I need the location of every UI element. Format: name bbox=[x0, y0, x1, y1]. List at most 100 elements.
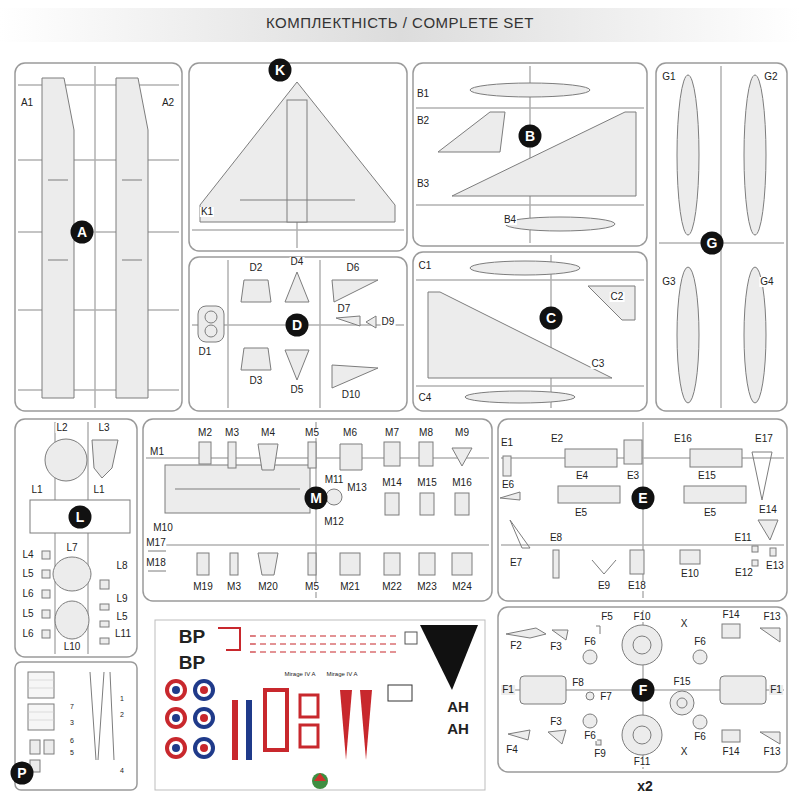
part-number: F6 bbox=[693, 637, 707, 647]
part-number: F6 bbox=[583, 637, 597, 647]
part-number: E5 bbox=[574, 508, 588, 518]
part-number: E3 bbox=[626, 471, 640, 481]
part-number: E14 bbox=[758, 505, 778, 515]
sprue-letter: B bbox=[518, 124, 542, 148]
part-number: B2 bbox=[416, 116, 430, 126]
part-number: E6 bbox=[501, 480, 515, 490]
decal-text: BP bbox=[178, 627, 206, 646]
part-number: F9 bbox=[593, 749, 607, 759]
part-number: F8 bbox=[571, 678, 585, 688]
part-number: B4 bbox=[503, 215, 517, 225]
sprue-letter: G bbox=[700, 231, 724, 255]
title-bar bbox=[0, 8, 800, 42]
part-number: E13 bbox=[765, 561, 785, 571]
part-number: D7 bbox=[337, 304, 352, 314]
part-number: D6 bbox=[346, 263, 361, 273]
part-number: M8 bbox=[418, 428, 434, 438]
sprue-badge: B bbox=[518, 124, 542, 148]
part-number: M17 bbox=[145, 538, 166, 548]
part-number: C3 bbox=[591, 359, 606, 369]
part-number: F7 bbox=[599, 692, 613, 702]
part-number: E15 bbox=[697, 471, 717, 481]
part-number: G2 bbox=[763, 72, 778, 82]
part-number: M10 bbox=[152, 523, 173, 533]
part-number: F3 bbox=[549, 642, 563, 652]
sprue-badge: E bbox=[631, 486, 655, 510]
part-number: D5 bbox=[290, 385, 305, 395]
sprue-letter: K bbox=[268, 58, 292, 82]
part-number: D10 bbox=[341, 390, 361, 400]
part-number: G1 bbox=[661, 72, 676, 82]
part-number: M22 bbox=[381, 582, 402, 592]
part-number: G4 bbox=[759, 277, 774, 287]
part-number: L5 bbox=[21, 609, 34, 619]
part-number: L1 bbox=[92, 485, 105, 495]
part-number: X bbox=[680, 619, 689, 629]
part-number: E17 bbox=[754, 434, 774, 444]
sprue-badge: M bbox=[304, 486, 328, 510]
part-number: E16 bbox=[673, 434, 693, 444]
part-number: E11 bbox=[733, 533, 752, 543]
part-number: F3 bbox=[549, 717, 563, 727]
part-number: D4 bbox=[290, 257, 305, 267]
decal-sheet bbox=[155, 620, 485, 790]
part-number: M5 bbox=[304, 582, 320, 592]
part-number: L5 bbox=[21, 569, 34, 579]
sprue-badge: F bbox=[631, 678, 655, 702]
decal-text: AH bbox=[446, 699, 470, 714]
quantity-note: x2 bbox=[636, 779, 654, 793]
page-title: КОМПЛЕКТНІСТЬ / COMPLETE SET bbox=[0, 14, 800, 31]
part-number: L2 bbox=[55, 423, 68, 433]
part-number: F2 bbox=[509, 641, 523, 651]
part-number: A2 bbox=[161, 98, 175, 108]
part-number: F14 bbox=[721, 747, 740, 757]
part-number: F1 bbox=[769, 685, 783, 695]
callout-number: 3 bbox=[69, 719, 75, 726]
sprue-letter: D bbox=[285, 313, 309, 337]
part-number: M19 bbox=[192, 582, 213, 592]
part-number: F10 bbox=[632, 612, 651, 622]
part-number: L11 bbox=[114, 629, 132, 639]
callout-number: 4 bbox=[119, 767, 125, 774]
part-number: M20 bbox=[257, 582, 278, 592]
part-number: E9 bbox=[597, 581, 611, 591]
callout-number: 1 bbox=[119, 695, 125, 702]
part-number: A1 bbox=[20, 98, 34, 108]
part-number: E8 bbox=[549, 533, 563, 543]
part-number: L8 bbox=[115, 561, 128, 571]
part-number: M9 bbox=[454, 428, 470, 438]
part-number: E12 bbox=[734, 568, 754, 578]
part-number: L4 bbox=[21, 550, 34, 560]
part-number: X bbox=[680, 747, 689, 757]
part-number: G3 bbox=[661, 277, 676, 287]
sprue-letter: A bbox=[70, 220, 94, 244]
part-number: C4 bbox=[418, 393, 433, 403]
part-number: C1 bbox=[418, 261, 433, 271]
part-number: F13 bbox=[762, 612, 781, 622]
part-number: M3 bbox=[224, 428, 240, 438]
sprue-letter: C bbox=[539, 306, 563, 330]
part-number: E2 bbox=[550, 434, 564, 444]
decal-text: BP bbox=[178, 653, 206, 672]
part-number: D2 bbox=[249, 263, 264, 273]
decal-text: AH bbox=[446, 721, 470, 736]
callout-number: 2 bbox=[119, 711, 125, 718]
part-number: M14 bbox=[381, 478, 402, 488]
part-number: M4 bbox=[260, 428, 276, 438]
part-number: M21 bbox=[339, 582, 360, 592]
callout-number: 5 bbox=[69, 749, 75, 756]
sprue-badge: G bbox=[700, 231, 724, 255]
callout-number: 6 bbox=[69, 737, 75, 744]
part-number: K1 bbox=[200, 207, 214, 217]
part-number: D1 bbox=[198, 347, 213, 357]
part-number: F14 bbox=[721, 610, 740, 620]
sprue-letter: L bbox=[68, 505, 92, 529]
part-number: M5 bbox=[304, 428, 320, 438]
part-number: F6 bbox=[583, 731, 597, 741]
sprue-letter: M bbox=[304, 486, 328, 510]
part-number: M23 bbox=[416, 582, 437, 592]
part-number: L6 bbox=[21, 589, 34, 599]
sprue-badge: A bbox=[70, 220, 94, 244]
sprue-letter: P bbox=[10, 761, 34, 785]
callout-number: 7 bbox=[69, 703, 75, 710]
